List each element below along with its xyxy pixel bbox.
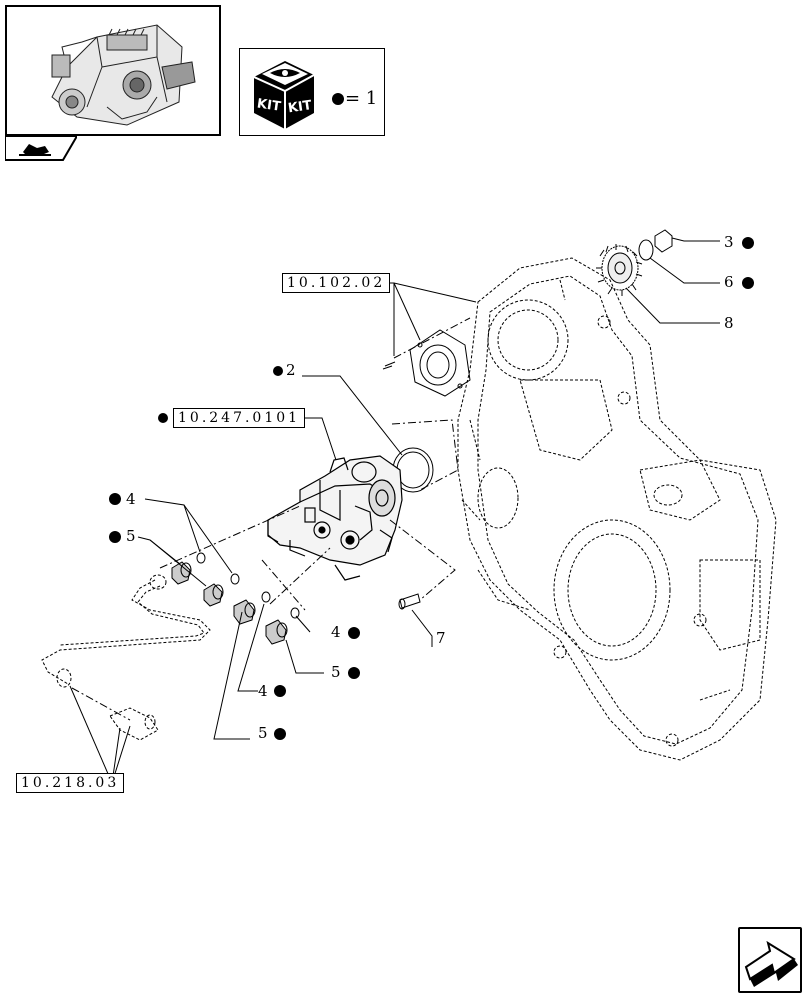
callout-5c: 5 (258, 724, 268, 742)
gasket-plate (382, 329, 471, 397)
next-page-arrow-icon (744, 940, 798, 987)
ref-pump[interactable]: 10.247.0101 (173, 408, 306, 428)
o-ring-4a (196, 552, 206, 564)
union-5b (203, 583, 224, 607)
kit-box-icon: KIT KIT (253, 61, 344, 129)
callout-5a: 5 (126, 527, 136, 545)
union-5a (171, 561, 192, 585)
ref-top[interactable]: 10.102.02 (282, 273, 391, 293)
svg-text:KIT: KIT (287, 98, 313, 116)
union-5d (265, 619, 288, 645)
callout-2: 2 (286, 361, 296, 379)
callout-3: 3 (724, 233, 734, 251)
fuel-pump (267, 455, 403, 581)
o-ring-4d (290, 607, 300, 619)
kit-legend: KIT KIT (239, 48, 385, 136)
bolt-7 (398, 593, 421, 610)
kit-dot-icon (332, 93, 344, 105)
nut-3 (654, 229, 673, 253)
kit-dots (109, 237, 754, 740)
vehicle-tab-icon (4, 135, 79, 161)
callout-4b: 4 (331, 623, 341, 641)
engine-thumbnail (5, 5, 221, 136)
callout-4a: 4 (126, 490, 136, 508)
next-page-button[interactable] (738, 927, 802, 993)
gear-housing (457, 257, 777, 761)
leader-lines (69, 237, 720, 784)
o-ring-4c (261, 591, 271, 603)
callout-4c: 4 (258, 682, 268, 700)
washer-6 (638, 239, 654, 261)
svg-text:KIT: KIT (256, 97, 282, 115)
vehicle-tab[interactable] (4, 135, 79, 162)
assembly-lines (71, 317, 471, 721)
callout-6: 6 (724, 273, 734, 291)
engine-thumbnail-icon (51, 24, 196, 126)
ref-bottom[interactable]: 10.218.03 (16, 773, 125, 793)
fuel-pipe (41, 574, 211, 741)
union-5c (233, 599, 256, 625)
kit-quantity: = 1 (345, 88, 378, 109)
callout-5b: 5 (331, 663, 341, 681)
o-ring-4b (230, 573, 240, 585)
drive-gear (596, 244, 643, 296)
callout-8: 8 (724, 314, 734, 332)
callout-7: 7 (436, 629, 446, 647)
